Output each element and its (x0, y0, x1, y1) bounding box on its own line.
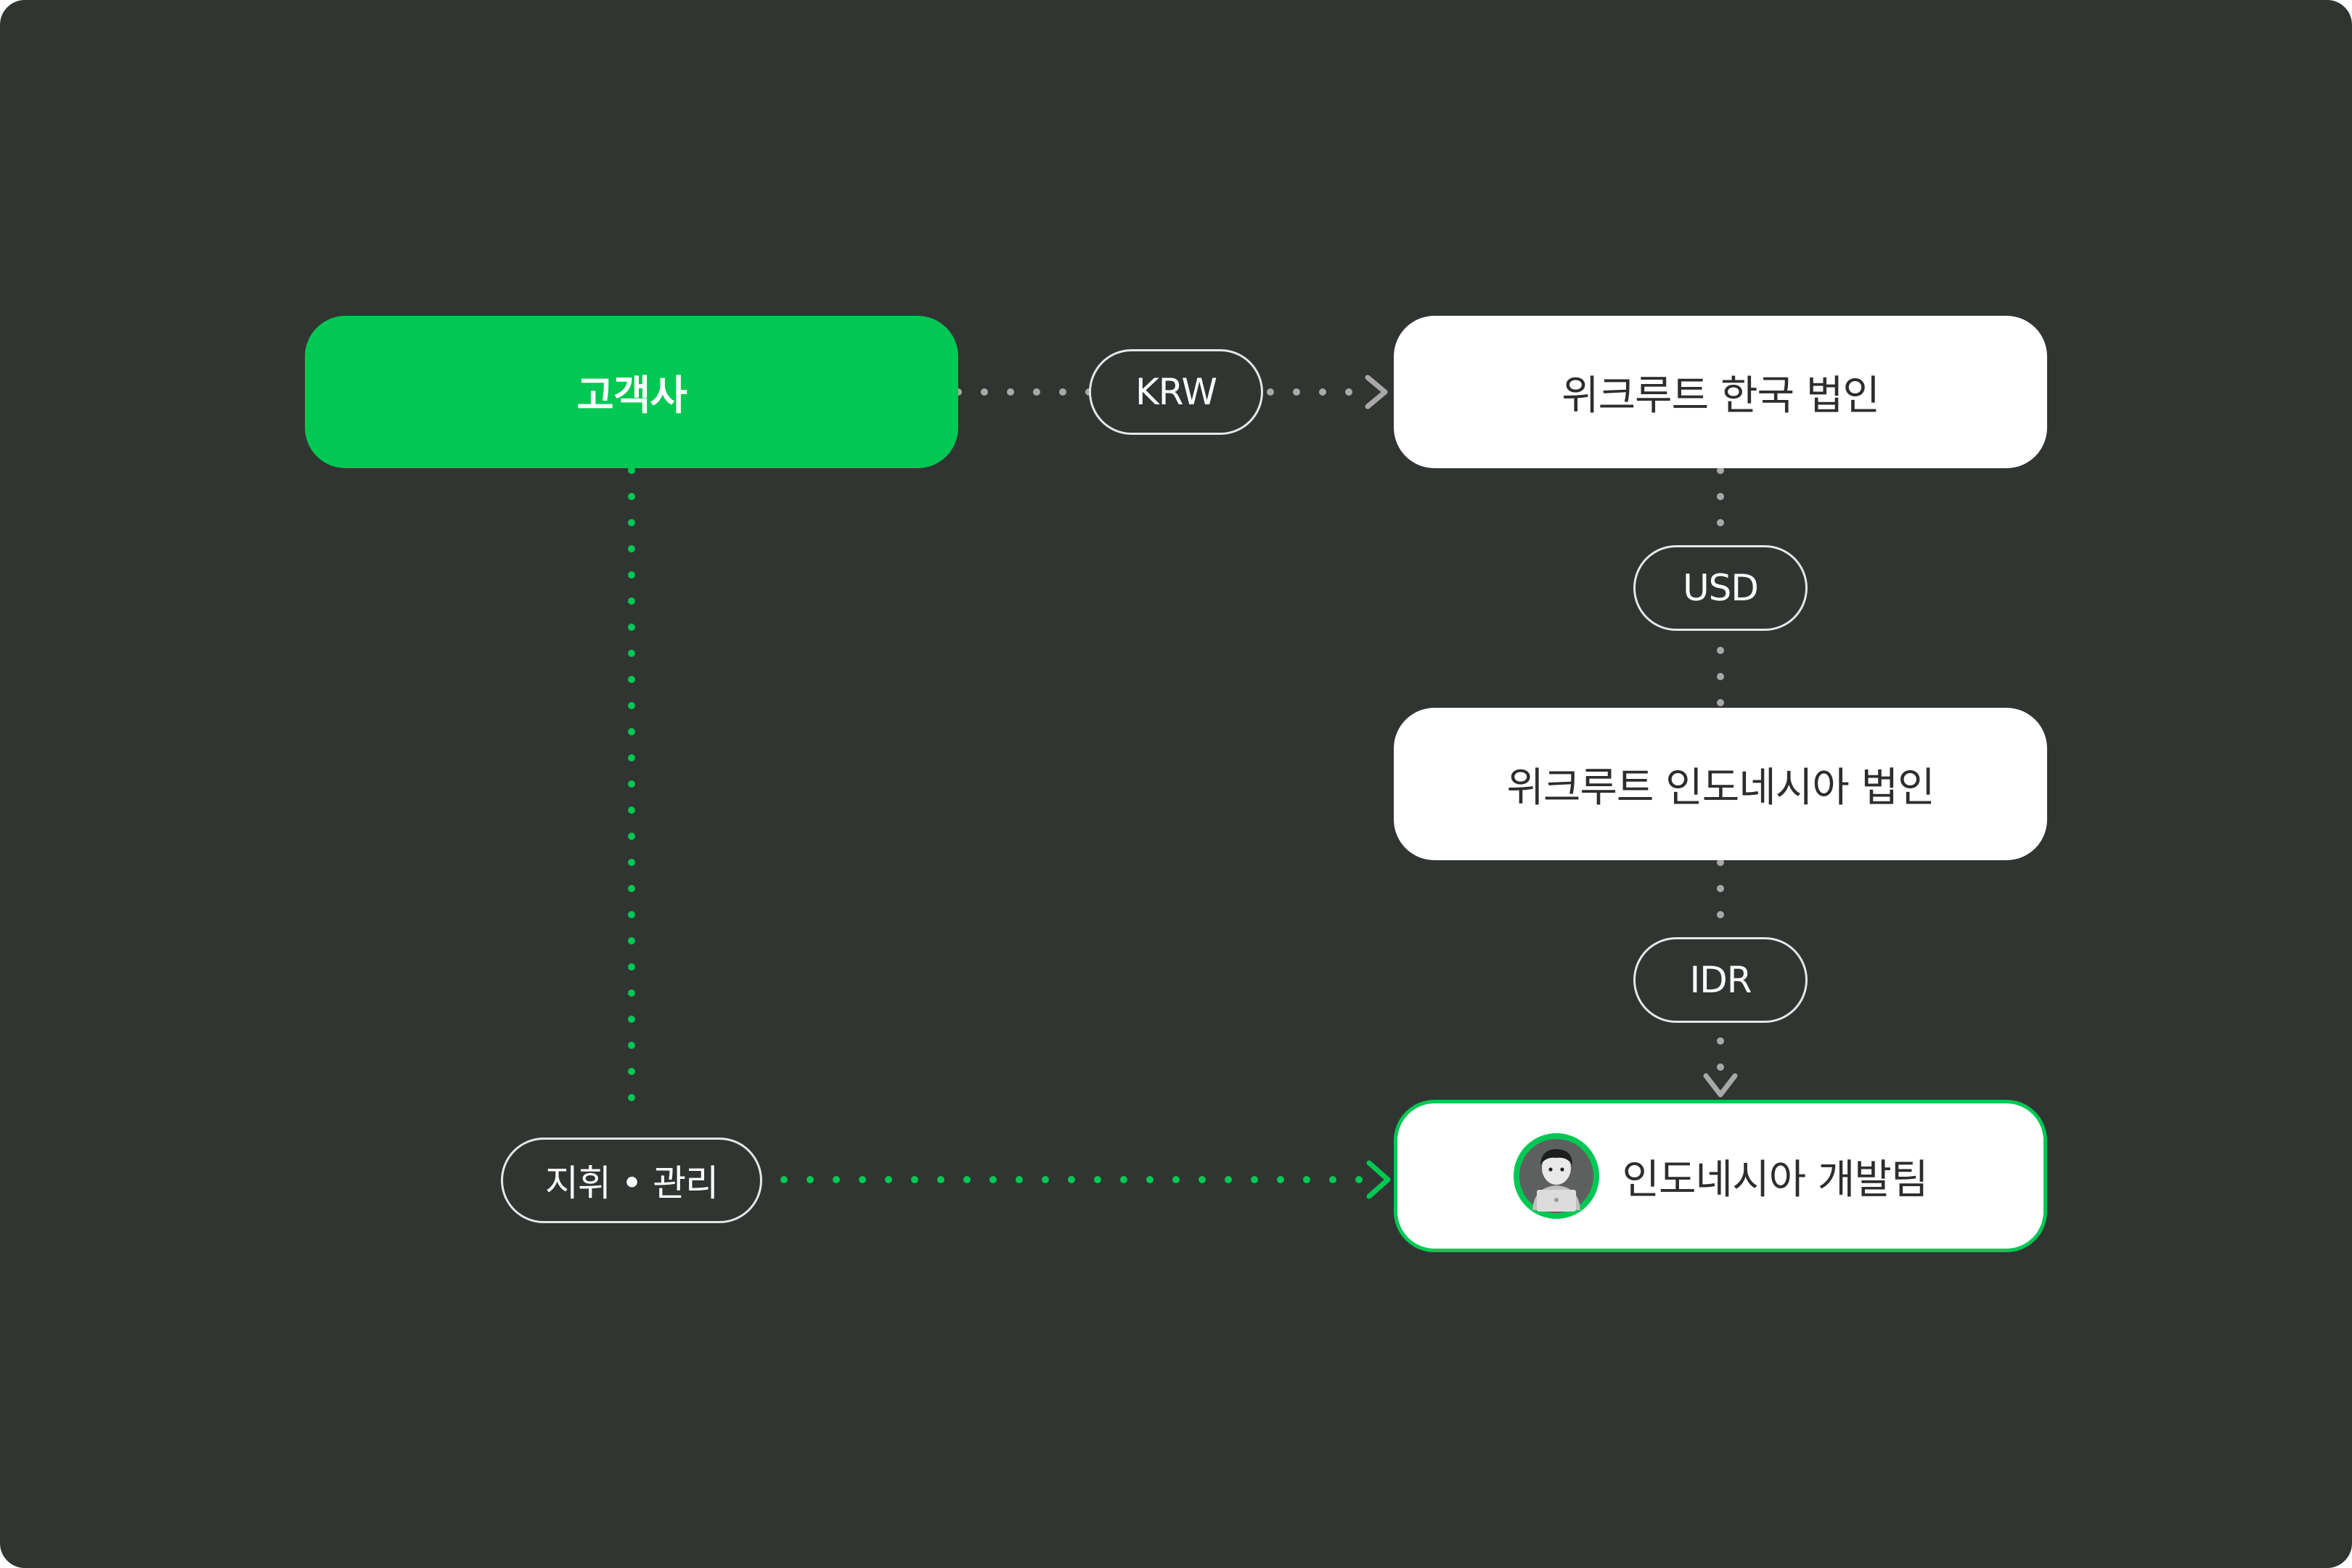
idr-label: IDR (1689, 959, 1752, 1001)
krw-arrowhead (1365, 375, 1388, 409)
wecruit-korea-node: 위크루트 한국 법인 (1394, 316, 2047, 468)
wecruit-indonesia-label: 위크루트 인도네시아 법인 (1506, 764, 1935, 812)
krw-currency-pill: KRW (1089, 349, 1263, 435)
idr-currency-pill: IDR (1633, 937, 1808, 1023)
dev-team-label: 인도네시아 개발팀 (1622, 1156, 1929, 1204)
wecruit-korea-label: 위크루트 한국 법인 (1561, 372, 1880, 420)
usd-currency-pill: USD (1633, 545, 1808, 631)
manage-arrowhead (1366, 1160, 1391, 1199)
dev-team-node: 인도네시아 개발팀 (1394, 1100, 2047, 1252)
client-label: 고객사 (576, 372, 687, 420)
developer-avatar-icon (1513, 1133, 1599, 1219)
idr-arrowhead (1703, 1073, 1738, 1098)
manage-label: 지휘 • 관리 (544, 1162, 719, 1204)
client-node: 고객사 (305, 316, 958, 468)
wecruit-indonesia-node: 위크루트 인도네시아 법인 (1394, 708, 2047, 860)
usd-label: USD (1683, 567, 1759, 609)
krw-label: KRW (1135, 371, 1217, 413)
manage-pill: 지휘 • 관리 (501, 1138, 762, 1223)
developer-avatar-graphic (1519, 1139, 1593, 1213)
